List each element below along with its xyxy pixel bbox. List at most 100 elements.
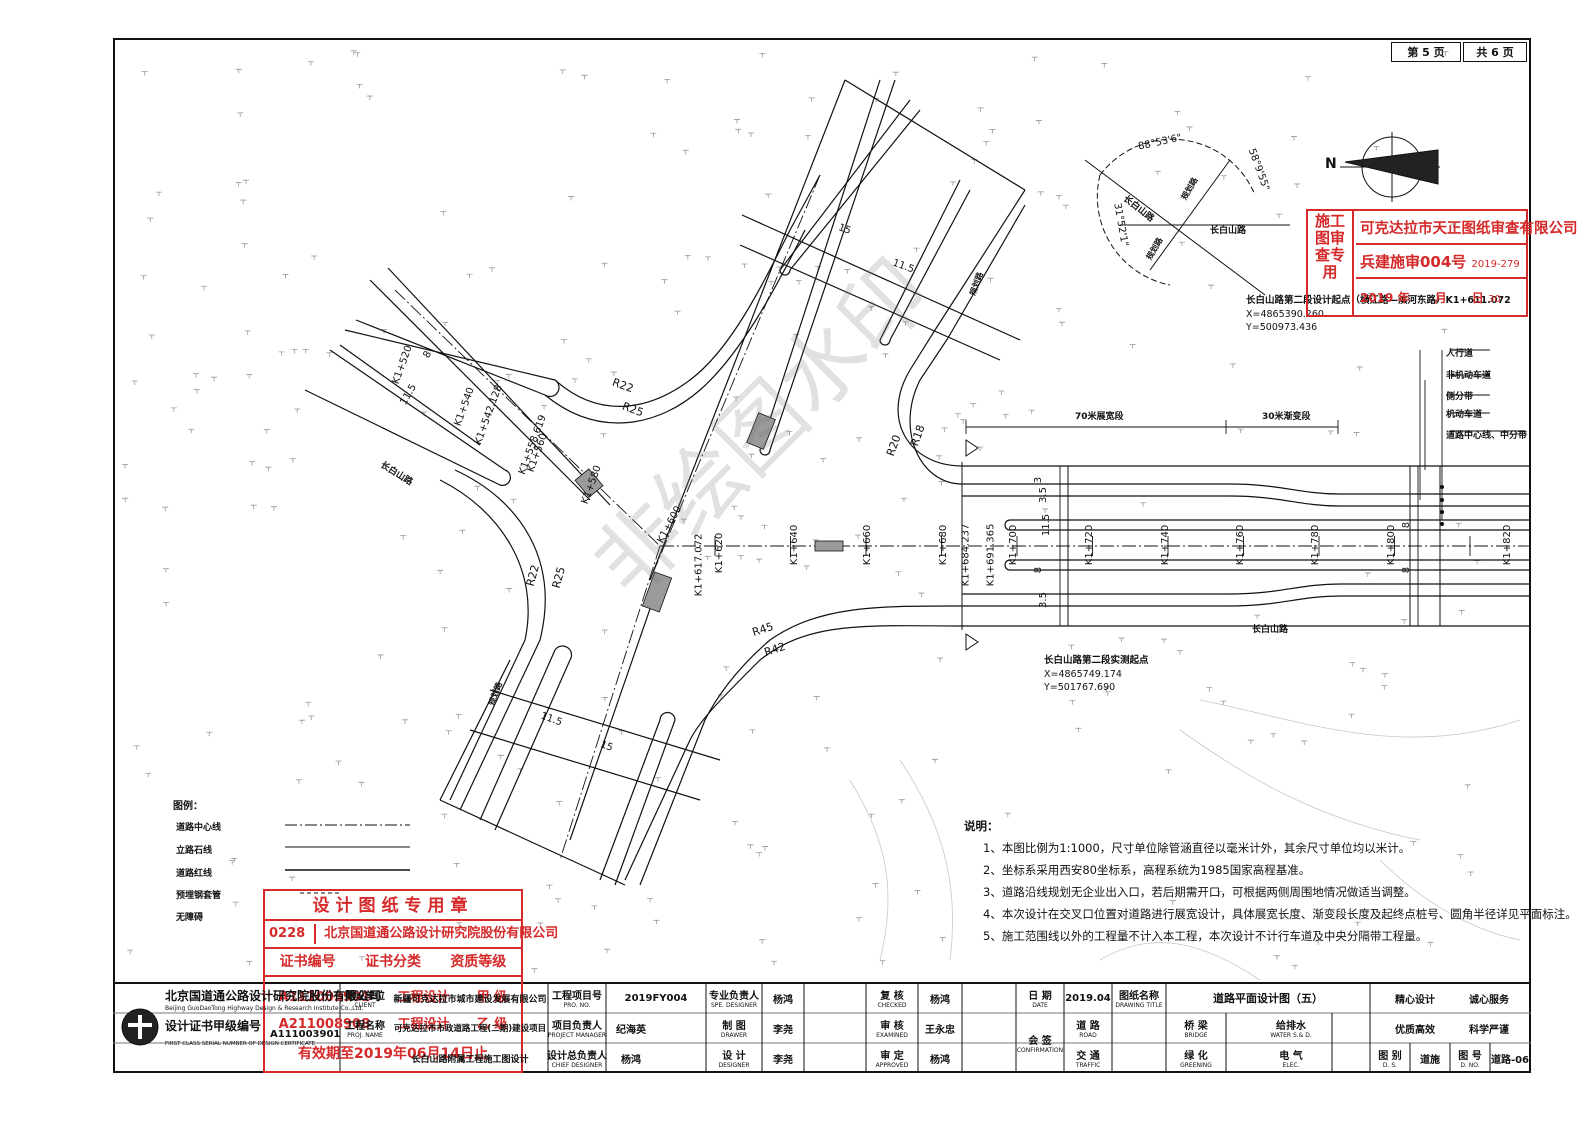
terrain-marker xyxy=(455,714,462,719)
terrain-marker xyxy=(937,657,944,663)
terrain-marker xyxy=(941,427,948,432)
terrain-marker xyxy=(170,407,177,412)
terrain-marker xyxy=(506,588,513,593)
station-k1691: K1+691.365 xyxy=(985,523,997,587)
terrain-marker xyxy=(249,461,256,466)
terrain-marker xyxy=(591,905,598,910)
terrain-marker xyxy=(505,374,512,379)
design-stamp-h2: 证书分类 xyxy=(364,954,421,970)
terrain-marker xyxy=(868,813,875,819)
terrain-marker xyxy=(960,419,967,424)
terrain-marker xyxy=(932,758,939,764)
tb-dno-label: 图 号 xyxy=(1458,1051,1482,1062)
terrain-marker xyxy=(918,592,925,598)
terrain-marker xyxy=(977,107,984,112)
terrain-marker xyxy=(510,498,517,504)
terrain-marker xyxy=(1270,733,1277,738)
tb-chief-label: 设计总负责人 xyxy=(547,1051,607,1062)
terrain-marker xyxy=(541,404,548,410)
terrain-marker xyxy=(684,254,691,260)
tb-pm-label: 项目负责人 xyxy=(552,1021,602,1032)
terrain-marker xyxy=(1229,363,1236,368)
tb-confirm-label: 会 签 xyxy=(1028,1036,1052,1047)
terrain-marker xyxy=(206,731,213,737)
terrain-marker xyxy=(441,813,448,819)
tb-traffic-en: TRAFFIC xyxy=(1075,1062,1101,1069)
terrain-marker xyxy=(133,745,140,750)
terrain-marker xyxy=(723,666,730,671)
terrain-marker xyxy=(492,929,499,934)
tb-dno-en: D. NO. xyxy=(1460,1062,1480,1069)
terrain-marker xyxy=(895,571,902,576)
tb-traffic-cell: 交 通 TRAFFIC xyxy=(1064,1045,1112,1071)
terrain-marker xyxy=(560,339,567,344)
terrain-marker xyxy=(400,535,407,540)
terrain-marker xyxy=(1467,871,1474,876)
terrain-marker xyxy=(1037,191,1044,196)
terrain-marker xyxy=(235,181,242,187)
legend-casing: 预埋钢套管 xyxy=(176,891,222,901)
terrain-marker xyxy=(246,960,253,966)
lower-branch xyxy=(439,579,721,886)
terrain-marker xyxy=(936,455,943,460)
road-name-main: 长白山路 xyxy=(1252,625,1289,635)
terrain-marker xyxy=(824,747,831,752)
tb-examined: 王永忠 xyxy=(925,1024,955,1036)
terrain-marker xyxy=(350,50,357,55)
design-stamp-h1: 证书编号 xyxy=(279,954,336,970)
terrain-marker xyxy=(1140,502,1147,507)
terrain-marker xyxy=(1349,662,1356,667)
terrain-marker xyxy=(900,497,907,503)
terrain-marker xyxy=(237,112,244,117)
terrain-marker xyxy=(308,715,315,721)
terrain-marker xyxy=(756,852,763,857)
tb-traffic-label: 交 通 xyxy=(1076,1051,1100,1062)
terrain-marker xyxy=(1455,522,1462,528)
terrain-marker xyxy=(998,390,1005,395)
legend-curb: 立路石线 xyxy=(176,846,213,856)
review-stamp-number: 兵建施审004号 xyxy=(1360,253,1467,271)
angle-diagram xyxy=(1084,138,1290,296)
tb-dtype: 道施 xyxy=(1420,1054,1440,1066)
note-2: 2、坐标系采用西安80坐标系，高程系统为1985国家高程基准。 xyxy=(983,863,1311,877)
terrain-marker xyxy=(289,876,296,882)
terrain-marker xyxy=(682,149,689,155)
terrain-marker xyxy=(601,697,608,702)
tb-approved-en: APPROVED xyxy=(875,1062,909,1069)
review-stamp: 施工图审查专用 可克达拉市天正图纸审查有限公司 兵建施审004号 2019-27… xyxy=(1306,209,1578,317)
terrain-marker xyxy=(294,408,301,414)
terrain-marker xyxy=(1069,700,1076,705)
tb-dtype-cell: 图 别 D. S. xyxy=(1370,1045,1410,1071)
terrain-markers xyxy=(122,50,1481,973)
terrain-marker xyxy=(1039,849,1046,855)
terrain-marker xyxy=(650,132,657,138)
terrain-marker xyxy=(441,627,448,632)
terrain-marker xyxy=(938,481,945,486)
tb-examined-en: EXAMINED xyxy=(876,1032,908,1039)
terrain-marker xyxy=(356,84,363,89)
tb-date-en: DATE xyxy=(1032,1002,1048,1009)
terrain-marker xyxy=(241,243,248,248)
tb-client-cell: 建设单位 CLIENT xyxy=(340,985,390,1011)
terrain-marker xyxy=(147,217,154,223)
terrain-marker xyxy=(768,280,775,286)
terrain-marker xyxy=(401,719,408,724)
terrain-marker xyxy=(914,890,921,895)
terrain-marker xyxy=(1290,136,1297,141)
terrain-marker xyxy=(1028,409,1035,415)
terrain-marker xyxy=(559,69,566,74)
terrain-marker xyxy=(854,534,861,540)
terrain-marker xyxy=(456,922,463,927)
tb-road-cell: 道 路 ROAD xyxy=(1064,1015,1112,1041)
tb-date-label: 日 期 xyxy=(1028,991,1052,1002)
terrain-marker xyxy=(1237,428,1244,434)
terrain-marker xyxy=(122,497,129,503)
terrain-marker xyxy=(311,255,318,260)
tb-project-label: 工程名称 xyxy=(345,1021,385,1032)
terrain-marker xyxy=(898,799,905,804)
terrain-marker xyxy=(1103,687,1110,692)
tb-approved-label: 审 定 xyxy=(880,1051,904,1062)
terrain-marker xyxy=(188,428,195,434)
terrain-marker xyxy=(155,191,162,197)
tb-examined-label: 审 核 xyxy=(880,1021,904,1032)
